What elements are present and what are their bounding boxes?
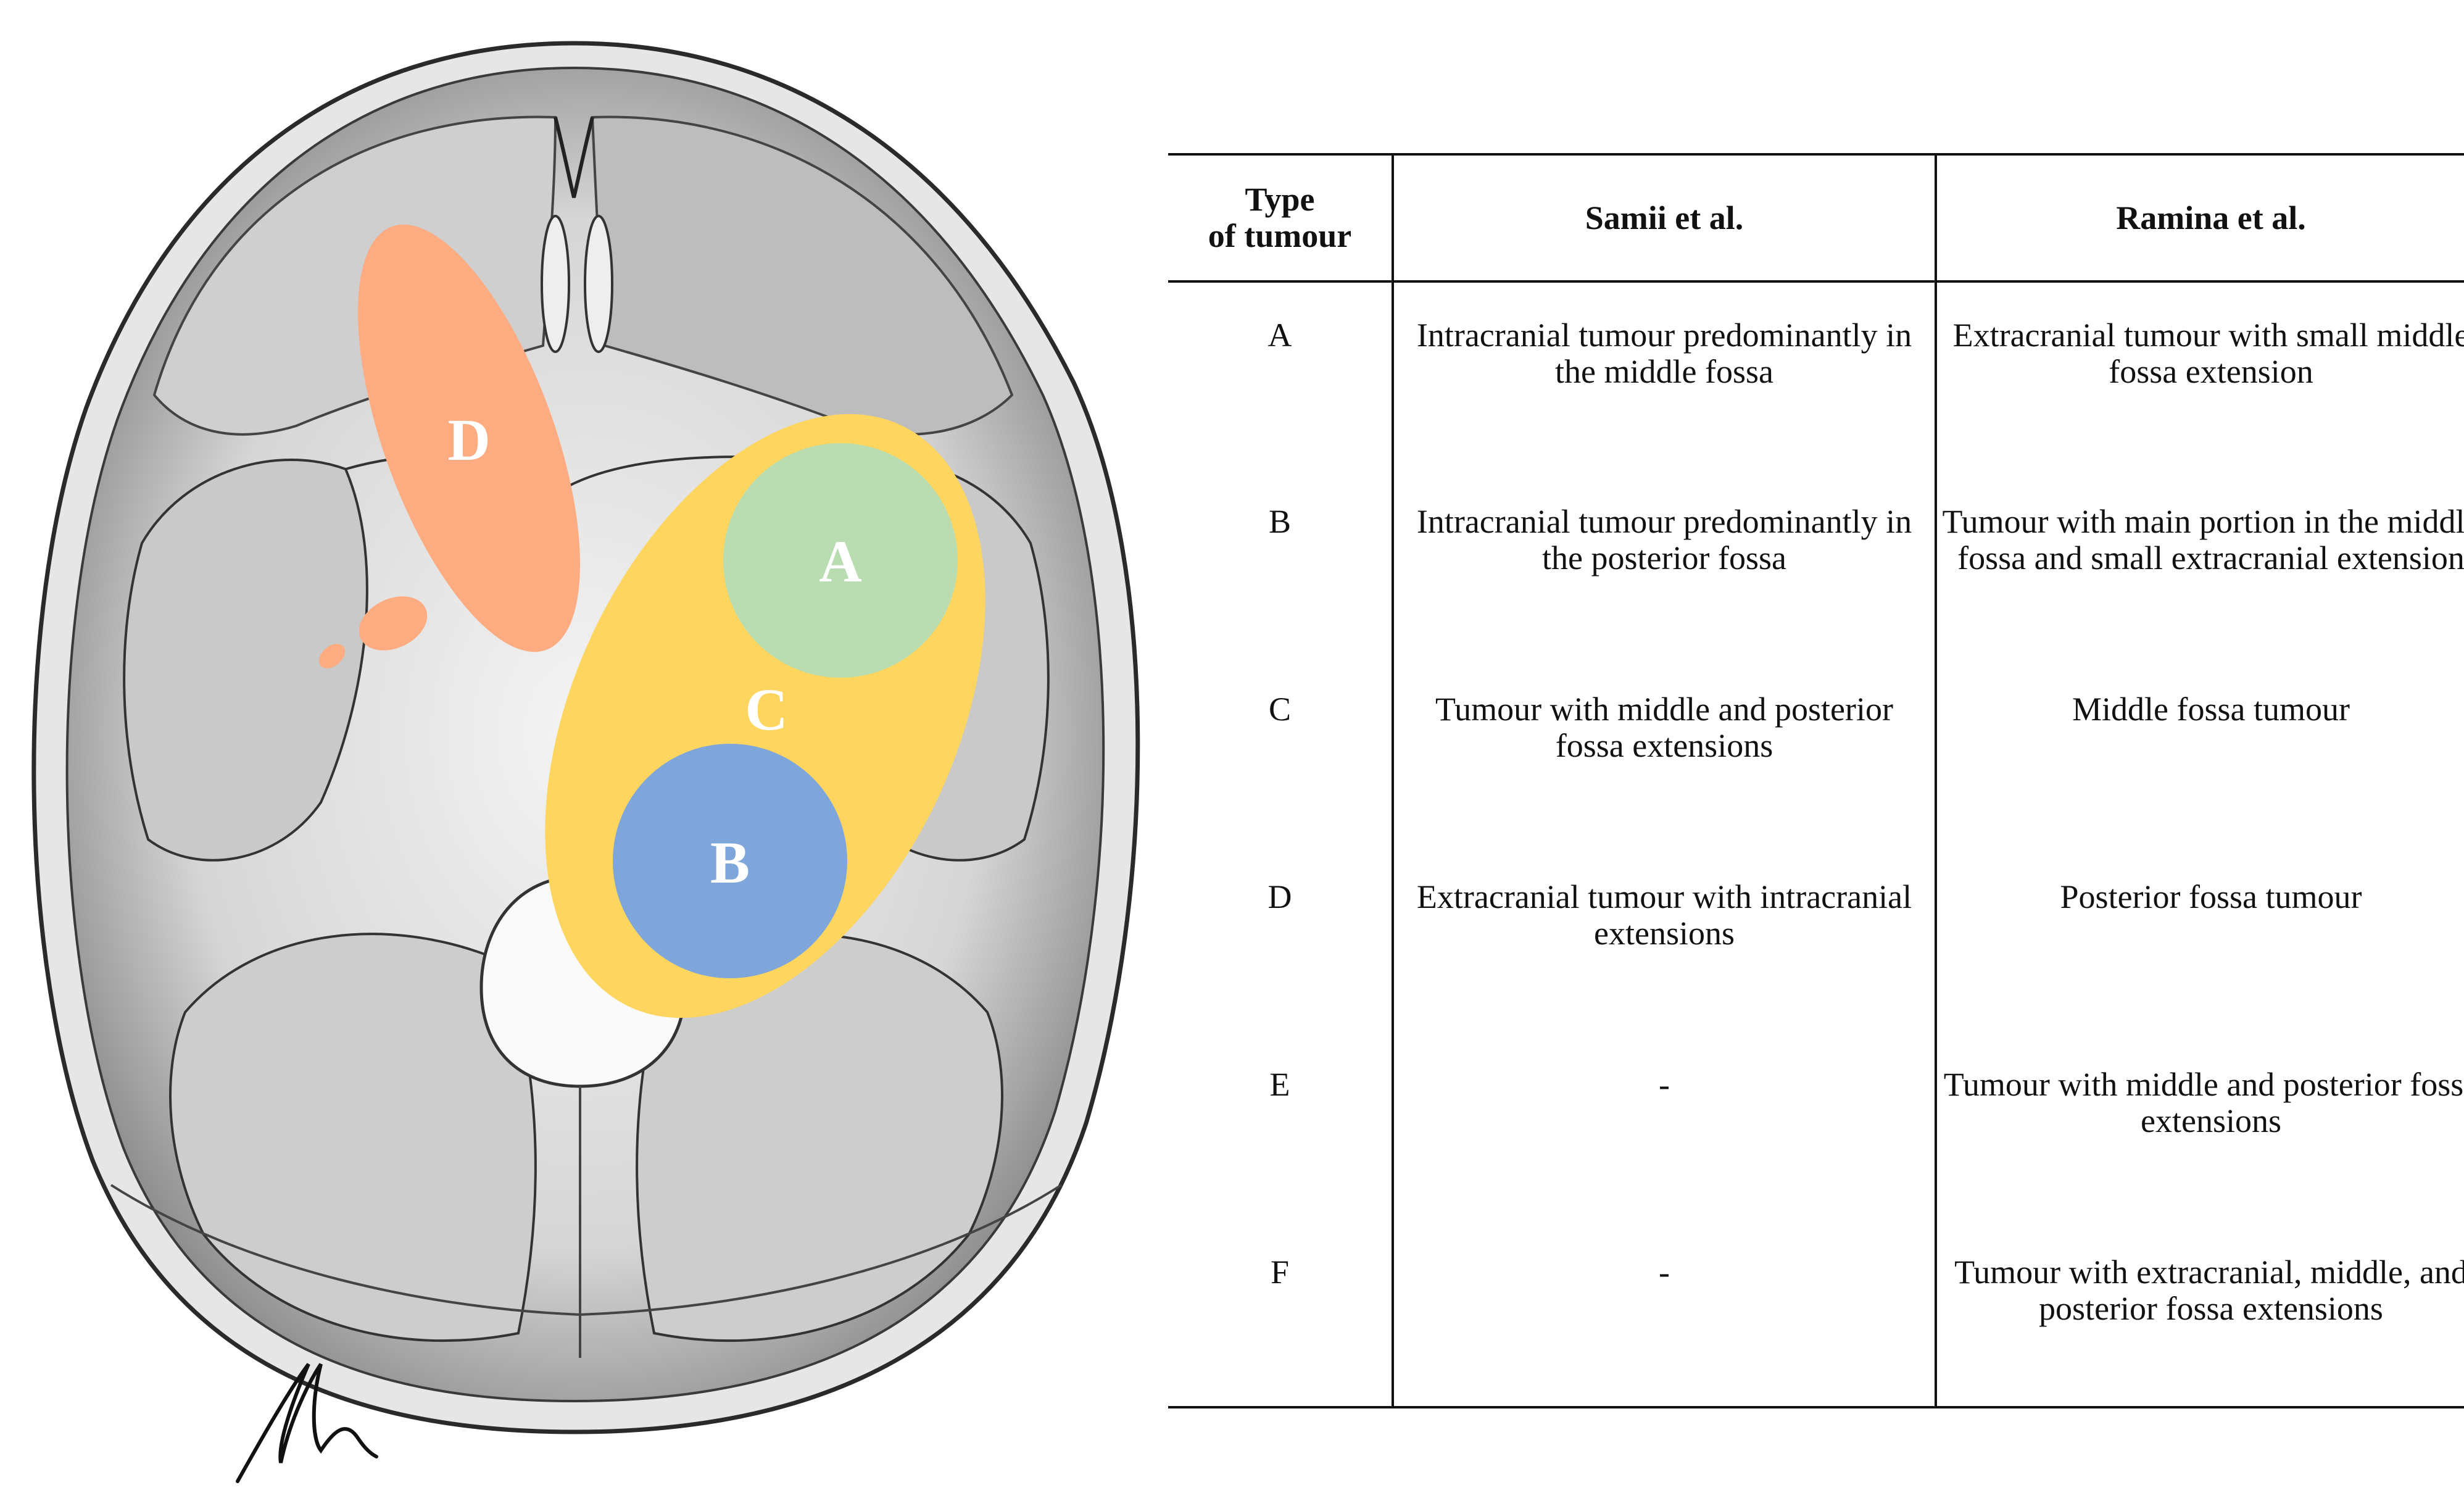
- table-row: B Intracranial tumour predominantly in t…: [1168, 469, 2464, 657]
- table-row: A Intracranial tumour predominantly in t…: [1168, 281, 2464, 469]
- header-type-of-tumour: Type of tumour: [1168, 154, 1394, 283]
- region-d-fragments: [318, 596, 428, 668]
- cell-samii: Tumour with middle and posterior fossa e…: [1393, 657, 1937, 844]
- cell-samii: -: [1393, 1032, 1937, 1220]
- cell-ramina: Tumour with main portion in the middle f…: [1942, 503, 2464, 576]
- cell-type: A: [1168, 281, 1394, 469]
- cell-ramina: Extracranial tumour with small middle fo…: [1952, 317, 2464, 390]
- cell-samii: Intracranial tumour predominantly in the…: [1393, 281, 1937, 469]
- cell-type: B: [1168, 469, 1394, 657]
- region-b-label: B: [710, 830, 750, 896]
- cell-type: D: [1168, 844, 1394, 1032]
- table-row: F - Tumour with extracranial, middle, an…: [1168, 1220, 2464, 1408]
- region-d: D: [357, 224, 581, 652]
- region-c-label: C: [745, 676, 787, 743]
- region-d-label: D: [447, 407, 490, 473]
- artist-signature: [236, 1363, 378, 1483]
- cell-ramina: Tumour with middle and posterior fossa e…: [1943, 1066, 2464, 1139]
- cell-samii: Intracranial tumour predominantly in the…: [1393, 469, 1937, 657]
- cell-type: F: [1168, 1220, 1394, 1408]
- region-b: B: [613, 744, 847, 978]
- region-a: A: [723, 443, 958, 678]
- cell-type: E: [1168, 1032, 1394, 1220]
- table-row: E - Tumour with middle and posterior fos…: [1168, 1032, 2464, 1220]
- table-row: D Extracranial tumour with intracranial …: [1168, 844, 2464, 1032]
- skull-base-illustration: D C A B: [31, 41, 1140, 1483]
- table-header-row: Type of tumour Samii et al. Ramina et al…: [1168, 154, 2464, 283]
- cell-type: C: [1168, 657, 1394, 844]
- tumour-classification-table: Type of tumour Samii et al. Ramina et al…: [1168, 153, 2464, 1408]
- header-samii: Samii et al.: [1393, 154, 1937, 283]
- header-type-line1: Type: [1245, 181, 1315, 218]
- posterior-fossa: [110, 875, 1063, 1358]
- cell-ramina: Posterior fossa tumour: [2060, 878, 2362, 915]
- header-type-line2: of tumour: [1208, 217, 1352, 254]
- cell-ramina: Tumour with extracranial, middle, and po…: [1936, 1220, 2464, 1408]
- region-a-label: A: [819, 528, 861, 594]
- cell-samii: Extracranial tumour with intracranial ex…: [1393, 844, 1937, 1032]
- cell-ramina: Middle fossa tumour: [2072, 691, 2350, 728]
- table-row: C Tumour with middle and posterior fossa…: [1168, 657, 2464, 844]
- header-ramina: Ramina et al.: [1936, 154, 2464, 283]
- cell-samii: -: [1393, 1220, 1937, 1408]
